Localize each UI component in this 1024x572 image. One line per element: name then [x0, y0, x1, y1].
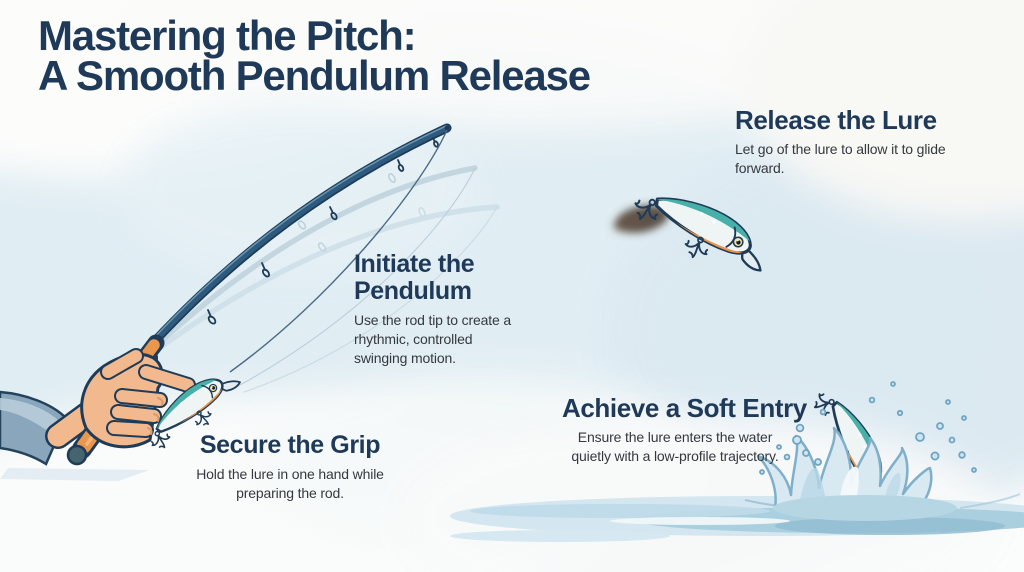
fishing-line [229, 129, 448, 373]
step-release-lure: Release the Lure Let go of the lure to a… [735, 106, 950, 178]
step-achieve-soft-entry: Achieve a Soft Entry Ensure the lure ent… [562, 393, 807, 466]
step-secure-grip: Secure the Grip Hold the lure in one han… [192, 432, 388, 503]
step-initiate-pendulum: Initiate the Pendulum Use the rod tip to… [354, 251, 524, 368]
step-description: Ensure the lure enters the water quietly… [571, 429, 779, 464]
motion-smudge [612, 205, 669, 233]
water-splash-icon [756, 381, 977, 521]
fishing-rod-icon [148, 123, 452, 348]
step-description: Hold the lure in one hand while preparin… [196, 466, 384, 501]
page-title-line1: Mastering the Pitch: [38, 12, 417, 59]
step-title: Release the Lure [735, 105, 937, 135]
hand-grip-illustration [0, 334, 196, 481]
step-description: Use the rod tip to create a rhythmic, co… [354, 312, 512, 366]
page-title: Mastering the Pitch: A Smooth Pendulum R… [38, 12, 638, 99]
step-description: Let go of the lure to allow it to glide … [735, 141, 946, 176]
page-title-line2: A Smooth Pendulum Release [38, 52, 591, 99]
rod-swing-ghosts [155, 165, 500, 393]
splash-droplets [759, 381, 977, 475]
step-title: Initiate the Pendulum [354, 250, 475, 305]
step-title: Secure the Grip [199, 431, 381, 459]
fingers [100, 348, 196, 438]
step-title: Achieve a Soft Entry [562, 393, 807, 423]
